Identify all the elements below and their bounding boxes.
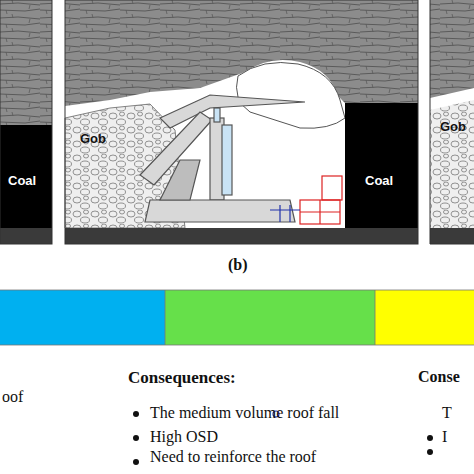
panel-label: (b) xyxy=(228,256,248,274)
gob-label: Gob xyxy=(440,120,466,135)
bullet-text: oof xyxy=(2,388,23,406)
section-heading: Conse xyxy=(418,368,460,386)
middle-panel xyxy=(65,0,418,417)
bullet-text: Need to reinforce the roof xyxy=(150,448,316,466)
bullet-text: T xyxy=(442,404,452,422)
bullet-text: I xyxy=(442,428,447,446)
right-panel xyxy=(430,0,474,244)
seam-label: Coal xyxy=(8,174,36,189)
bullet-text: The medium volume roof fall xyxy=(150,404,339,422)
bullet-text: High OSD xyxy=(150,428,218,446)
left-panel xyxy=(0,0,52,244)
severity-bar xyxy=(0,290,474,345)
seam-label: Coal xyxy=(365,174,393,189)
section-heading: Consequences: xyxy=(128,368,236,388)
gob-label: Gob xyxy=(80,132,106,147)
